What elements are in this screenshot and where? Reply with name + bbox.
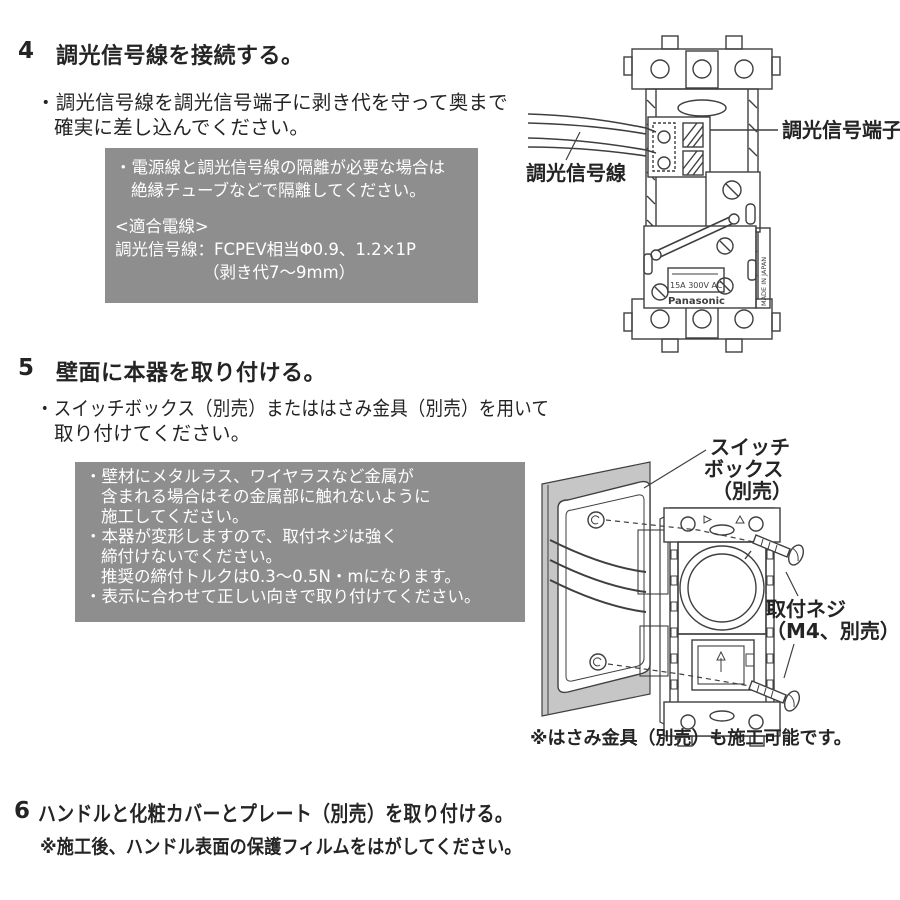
note-line: ・表示に合わせて正しい向きで取り付けてください。 — [85, 587, 481, 606]
section5-note-box: ・壁材にメタルラス、ワイヤラスなど金属が 含まれる場合はその金属部に触れないよう… — [75, 462, 525, 622]
label-switch-box-line2: ボックス — [704, 457, 783, 481]
diagram2-labels: スイッチ ボックス （別売） 取付ネジ （M4、別売） ※はさみ金具（別売）も施… — [530, 435, 900, 749]
section5-bullet-line1: ・スイッチボックス（別売）またははさみ金具（別売）を用いて — [36, 397, 550, 420]
section5-number: 5 — [18, 355, 35, 381]
diagram-signal-wiring: 15A 300V AC Panasonic MADE IN JAPAN 調光信号… — [526, 35, 900, 353]
diagram1-labels: 調光信号端子 調光信号線 — [526, 118, 900, 185]
note-line: 締付けないでください。 — [101, 547, 283, 566]
note-line: （剥き代7～9mm） — [203, 263, 356, 282]
section4-note-box: ・電源線と調光信号線の隔離が必要な場合は 絶縁チューブなどで隔離してください。 … — [105, 148, 478, 303]
note-line: ・電源線と調光信号線の隔離が必要な場合は — [115, 158, 445, 177]
device-body-block: 15A 300V AC Panasonic MADE IN JAPAN — [643, 213, 771, 309]
section6-subtitle: ※施工後、ハンドル表面の保護フィルムをはがしてください。 — [40, 836, 522, 858]
note-line: 施工してください。 — [101, 507, 249, 526]
screw-icon — [752, 534, 805, 566]
signal-wires — [527, 113, 657, 161]
section4-bullet-line2: 確実に差し込んでください。 — [54, 116, 310, 139]
device-brand-text: Panasonic — [668, 296, 725, 307]
note-line: 絶縁チューブなどで隔離してください。 — [131, 181, 426, 200]
note-line: 含まれる場合はその金属部に触れないように — [101, 487, 431, 506]
section6-number: 6 — [14, 798, 31, 824]
diagram-wall-mounting: スイッチ ボックス （別売） 取付ネジ （M4、別売） ※はさみ金具（別売）も施… — [530, 435, 900, 749]
device-rating-text: 15A 300V AC — [670, 281, 723, 290]
section6-title: ハンドルと化粧カバーとプレート（別売）を取り付ける。 — [38, 802, 514, 826]
label-screw-line2: （M4、別売） — [766, 619, 900, 643]
note-line: ・壁材にメタルラス、ワイヤラスなど金属が — [85, 467, 414, 486]
note-line: 推奨の締付トルクは0.3～0.5N・mになります。 — [101, 567, 461, 586]
label-signal-wire: 調光信号線 — [526, 161, 626, 185]
screw-icon — [748, 680, 801, 712]
section4-bullet-line1: ・調光信号線を調光信号端子に剥き代を守って奥まで — [36, 91, 508, 114]
note-line: 調光信号線：FCPEV相当Φ0.9、1.2×1P — [115, 240, 416, 259]
switch-box — [549, 480, 651, 694]
section5-bullet-line2: 取り付けてください。 — [54, 422, 251, 445]
section4-number: 4 — [18, 38, 35, 64]
note-line: ・本器が変形しますので、取付ネジは強く — [85, 527, 398, 546]
label-switch-box-line1: スイッチ — [710, 435, 790, 459]
label-screw-line1: 取付ネジ — [766, 597, 846, 621]
section4-title: 調光信号線を接続する。 — [56, 44, 304, 69]
device-origin-text: MADE IN JAPAN — [760, 257, 768, 306]
mounting-screws — [605, 519, 805, 712]
footnote-hasami: ※はさみ金具（別売）も施工可能です。 — [530, 727, 852, 749]
note-line: <適合電線> — [115, 217, 209, 236]
signal-terminal-block — [647, 116, 711, 178]
label-signal-terminal: 調光信号端子 — [782, 118, 900, 142]
section5-title: 壁面に本器を取り付ける。 — [56, 361, 327, 386]
dimmer-device — [637, 507, 781, 747]
label-switch-box-line3: （別売） — [712, 479, 792, 503]
